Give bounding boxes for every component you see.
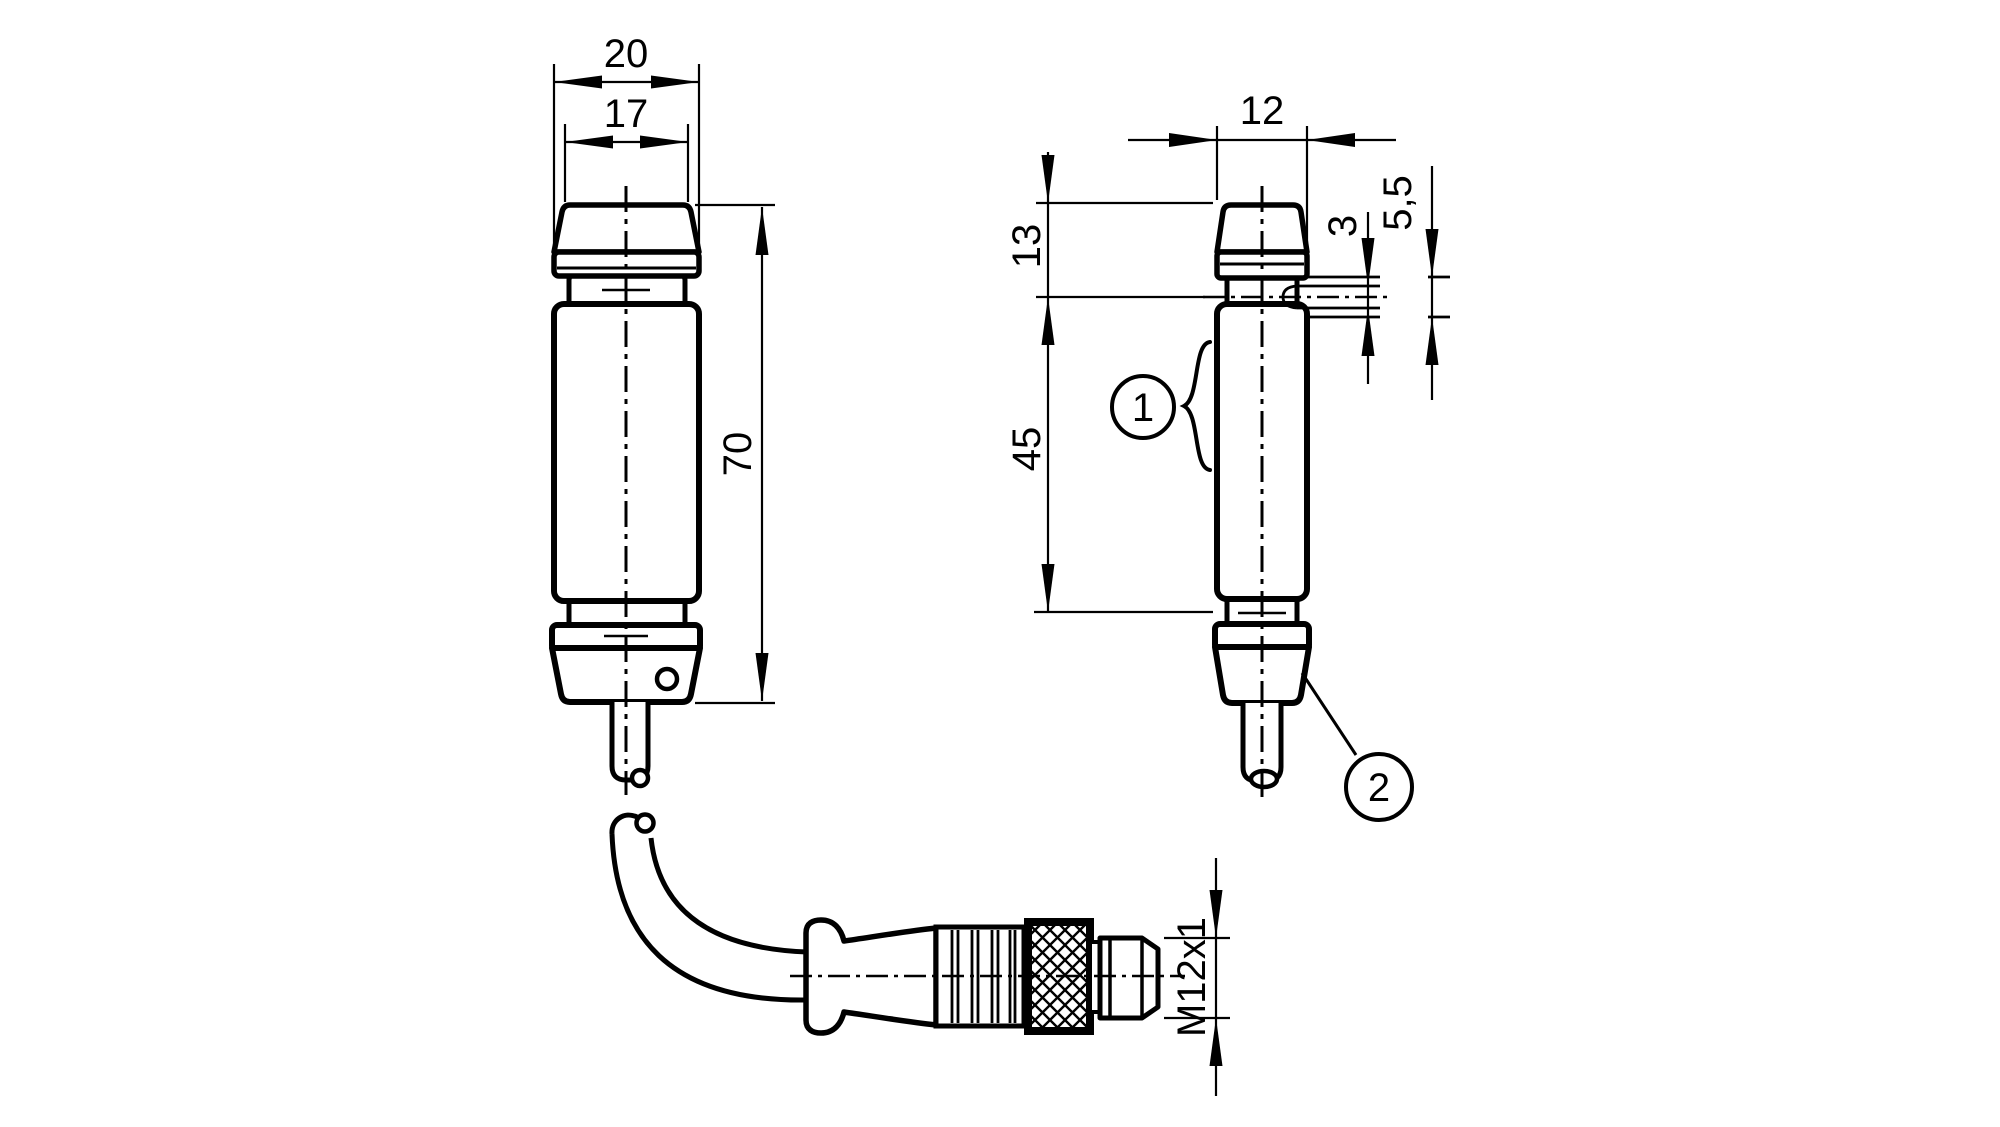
callout-2-leader: [1300, 672, 1358, 756]
arrowheads-depth: [1169, 133, 1355, 147]
arrowheads-slot-outer: [1425, 229, 1439, 365]
callout-1-brace: [1179, 340, 1212, 472]
callout-1-label: 1: [1132, 386, 1154, 430]
cable-edge-lower: [609, 833, 808, 1003]
arrowheads-width: [554, 75, 699, 149]
arrowheads-left-chain: [1041, 155, 1055, 612]
dim-label-width-outer: 20: [604, 32, 649, 76]
front-hole: [654, 666, 680, 692]
side-cap: [1214, 202, 1310, 255]
front-cap: [551, 202, 702, 255]
arrowheads-thread: [1209, 890, 1223, 1066]
cable-edge-upper: [648, 837, 808, 955]
side-taper: [1212, 644, 1312, 706]
front-view-dimensions: 20 17 70: [552, 32, 775, 705]
dim-label-length: 70: [716, 432, 760, 477]
dim-label-slot-inner: 3: [1321, 215, 1365, 237]
arrowheads-slot-inner: [1361, 238, 1375, 356]
dim-label-depth: 12: [1240, 89, 1285, 133]
dim-label-top-section: 13: [1005, 224, 1049, 269]
dim-label-thread: M12x1: [1170, 917, 1214, 1037]
callout-1-circle: [1110, 374, 1176, 440]
side-cable-break: [1248, 768, 1280, 790]
arrowheads-length: [755, 207, 769, 701]
cable-break-cap: [609, 812, 639, 835]
front-view: [549, 186, 703, 795]
connector-dimension: M12x1: [1164, 858, 1230, 1096]
callout-1: 1: [1110, 340, 1212, 472]
cable-and-connector: [609, 812, 1185, 1036]
callout-2-label: 2: [1368, 766, 1390, 810]
callout-2: 2: [1300, 672, 1414, 822]
cable-break-curl: [634, 812, 656, 834]
side-view-dimensions: 12 13 45 3 5,5: [1005, 89, 1439, 614]
side-view: [1203, 186, 1450, 802]
dim-label-width-inner: 17: [604, 92, 649, 136]
front-cable-break-curl: [629, 767, 651, 789]
dim-label-slot-outer: 5,5: [1376, 175, 1420, 231]
callout-2-circle: [1344, 752, 1414, 822]
dim-label-mid-section: 45: [1005, 427, 1049, 472]
